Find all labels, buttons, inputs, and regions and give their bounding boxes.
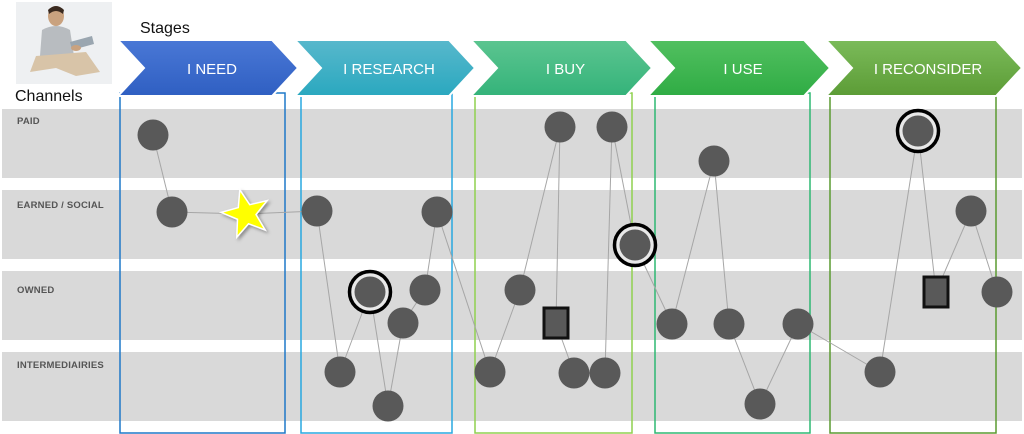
touchpoint-circle-icon bbox=[474, 356, 506, 388]
channel-label-earned-social: EARNED / SOCIAL bbox=[17, 200, 104, 211]
touchpoint-square-c3[interactable] bbox=[922, 275, 950, 309]
touchpoint-circle-n2[interactable] bbox=[156, 196, 188, 228]
touchpoint-square-b4[interactable] bbox=[542, 306, 570, 340]
touchpoint-circle-icon bbox=[409, 274, 441, 306]
stage-label: I USE bbox=[723, 61, 762, 78]
stage-chevron-shape bbox=[645, 39, 832, 97]
connector-b3-b4 bbox=[555, 126, 561, 324]
touchpoint-ring-b8[interactable] bbox=[612, 222, 658, 268]
touchpoint-circle-r7[interactable] bbox=[372, 390, 404, 422]
touchpoint-circle-icon bbox=[864, 356, 896, 388]
channel-band-intermediairies bbox=[2, 352, 1022, 421]
stage-chevron-shape bbox=[115, 39, 300, 97]
touchpoint-circle-icon bbox=[372, 390, 404, 422]
touchpoint-circle-icon bbox=[782, 308, 814, 340]
stage-chevron-i-buy[interactable]: I BUY bbox=[468, 39, 654, 97]
touchpoint-circle-c4[interactable] bbox=[955, 195, 987, 227]
touchpoint-circle-icon bbox=[589, 357, 621, 389]
touchpoint-circle-b2[interactable] bbox=[504, 274, 536, 306]
channel-band-paid bbox=[2, 109, 1022, 178]
touchpoint-circle-b5[interactable] bbox=[558, 357, 590, 389]
connector-b6-b7 bbox=[604, 126, 613, 374]
channel-label-intermediairies: INTERMEDIAIRIES bbox=[17, 360, 104, 371]
connector-u1-u2 bbox=[671, 160, 715, 325]
channel-label-owned: OWNED bbox=[17, 285, 55, 296]
stage-chevron-shape bbox=[468, 39, 654, 97]
touchpoint-square-icon bbox=[922, 275, 950, 309]
touchpoint-circle-icon bbox=[981, 276, 1013, 308]
stage-label: I BUY bbox=[546, 61, 585, 78]
stage-chevron-shape bbox=[823, 39, 1024, 97]
touchpoint-circle-icon bbox=[744, 388, 776, 420]
touchpoint-circle-r6[interactable] bbox=[324, 356, 356, 388]
connector-c1-c2 bbox=[879, 130, 919, 373]
connector-c2-c3 bbox=[917, 130, 937, 293]
stages-heading: Stages bbox=[140, 20, 190, 37]
touchpoint-star-star[interactable] bbox=[218, 187, 270, 240]
touchpoint-circle-icon bbox=[558, 357, 590, 389]
touchpoint-ring-r3[interactable] bbox=[347, 269, 393, 315]
touchpoint-circle-u4[interactable] bbox=[744, 388, 776, 420]
touchpoint-ring-c2[interactable] bbox=[895, 108, 941, 154]
touchpoint-circle-icon bbox=[354, 276, 386, 308]
star-icon bbox=[218, 187, 270, 240]
touchpoint-circle-icon bbox=[421, 196, 453, 228]
touchpoint-circle-u5[interactable] bbox=[782, 308, 814, 340]
stage-chevron-shape bbox=[292, 39, 477, 97]
touchpoint-circle-c1[interactable] bbox=[864, 356, 896, 388]
touchpoint-circle-icon bbox=[698, 145, 730, 177]
touchpoint-circle-icon bbox=[656, 308, 688, 340]
stage-chevron-i-research[interactable]: I RESEARCH bbox=[292, 39, 477, 97]
stage-chevron-i-need[interactable]: I NEED bbox=[115, 39, 300, 97]
touchpoint-circle-c5[interactable] bbox=[981, 276, 1013, 308]
channels-heading: Channels bbox=[15, 88, 83, 105]
touchpoint-circle-u2[interactable] bbox=[698, 145, 730, 177]
stage-chevron-i-reconsider[interactable]: I RECONSIDER bbox=[823, 39, 1024, 97]
touchpoint-circle-u1[interactable] bbox=[656, 308, 688, 340]
touchpoint-circle-r1[interactable] bbox=[301, 195, 333, 227]
stage-label: I RECONSIDER bbox=[874, 61, 983, 78]
touchpoint-circle-r4[interactable] bbox=[387, 307, 419, 339]
stage-label: I NEED bbox=[187, 61, 237, 78]
touchpoint-circle-icon bbox=[504, 274, 536, 306]
touchpoint-circle-icon bbox=[596, 111, 628, 143]
touchpoint-circle-b1[interactable] bbox=[474, 356, 506, 388]
user-avatar-image bbox=[16, 2, 112, 84]
touchpoint-circle-icon bbox=[137, 119, 169, 151]
touchpoint-circle-b3[interactable] bbox=[544, 111, 576, 143]
touchpoint-circle-icon bbox=[301, 195, 333, 227]
touchpoint-circle-icon bbox=[544, 111, 576, 143]
touchpoint-circle-icon bbox=[387, 307, 419, 339]
touchpoint-circle-u3[interactable] bbox=[713, 308, 745, 340]
touchpoint-circle-r2[interactable] bbox=[421, 196, 453, 228]
connector-u2-u3 bbox=[713, 160, 730, 325]
connector-b2-b3 bbox=[519, 126, 561, 291]
touchpoint-circle-icon bbox=[955, 195, 987, 227]
channel-label-paid: PAID bbox=[17, 116, 40, 127]
connector-r2-b1 bbox=[436, 211, 491, 373]
touchpoint-circle-icon bbox=[713, 308, 745, 340]
touchpoint-square-icon bbox=[542, 306, 570, 340]
stage-label: I RESEARCH bbox=[343, 61, 435, 78]
touchpoint-circle-icon bbox=[902, 115, 934, 147]
touchpoint-circle-b7[interactable] bbox=[589, 357, 621, 389]
touchpoint-circle-n1[interactable] bbox=[137, 119, 169, 151]
touchpoint-circle-icon bbox=[324, 356, 356, 388]
touchpoint-circle-icon bbox=[156, 196, 188, 228]
touchpoint-circle-r5[interactable] bbox=[409, 274, 441, 306]
connector-u5-c1 bbox=[797, 323, 881, 373]
stage-chevron-i-use[interactable]: I USE bbox=[645, 39, 832, 97]
touchpoint-circle-b6[interactable] bbox=[596, 111, 628, 143]
touchpoint-circle-icon bbox=[619, 229, 651, 261]
channel-band-earned-social bbox=[2, 190, 1022, 259]
connector-r1-r6 bbox=[316, 210, 341, 373]
